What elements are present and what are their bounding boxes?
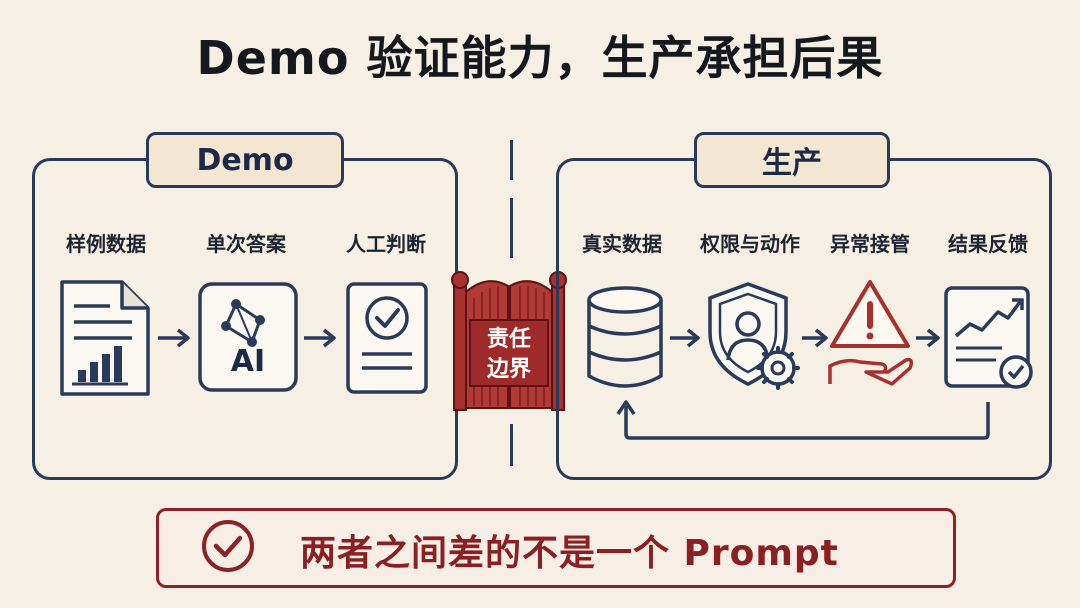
prod-step-label-real-data: 真实数据: [582, 232, 662, 256]
conclusion-text: 两者之间差的不是一个 Prompt: [300, 533, 839, 574]
demo-panel-tag: Demo: [146, 132, 344, 188]
shield-user-gear-icon: [706, 280, 800, 392]
warning-hand-icon: [826, 276, 914, 394]
divider-bottom: [510, 424, 513, 466]
gate-icon: [450, 268, 568, 414]
demo-step-label-single-answer: 单次答案: [206, 232, 286, 256]
conclusion-banner: [156, 508, 956, 588]
divider-top: [510, 140, 513, 180]
arrow-right-icon: [302, 326, 338, 350]
page-title: Demo 验证能力，生产承担后果: [196, 31, 884, 85]
arrow-right-icon: [668, 326, 702, 350]
divider-middle: [510, 198, 513, 258]
prod-step-label-permissions: 权限与动作: [700, 232, 800, 256]
document-chart-icon: [56, 276, 156, 400]
prod-step-label-feedback: 结果反馈: [948, 232, 1028, 256]
growth-chart-check-icon: [942, 284, 1036, 392]
demo-step-label-sample-data: 样例数据: [66, 232, 146, 256]
feedback-loop-arrow-icon: [610, 396, 1000, 444]
demo-step-label-manual-judgment: 人工判断: [346, 232, 426, 256]
checked-document-icon: [344, 280, 430, 396]
boundary-label-line1: 责任: [486, 327, 531, 352]
arrow-right-icon: [800, 326, 830, 350]
boundary-label: 责任 边界: [470, 325, 548, 385]
prod-step-label-exception: 异常接管: [830, 232, 910, 256]
check-circle-icon: [200, 518, 256, 574]
production-panel-tag: 生产: [694, 132, 890, 188]
boundary-label-line2: 边界: [486, 357, 531, 382]
arrow-right-icon: [914, 326, 942, 350]
database-icon: [584, 284, 666, 394]
ai-chip-icon: [196, 280, 300, 394]
arrow-right-icon: [156, 326, 192, 350]
ai-label: AI: [230, 344, 266, 379]
